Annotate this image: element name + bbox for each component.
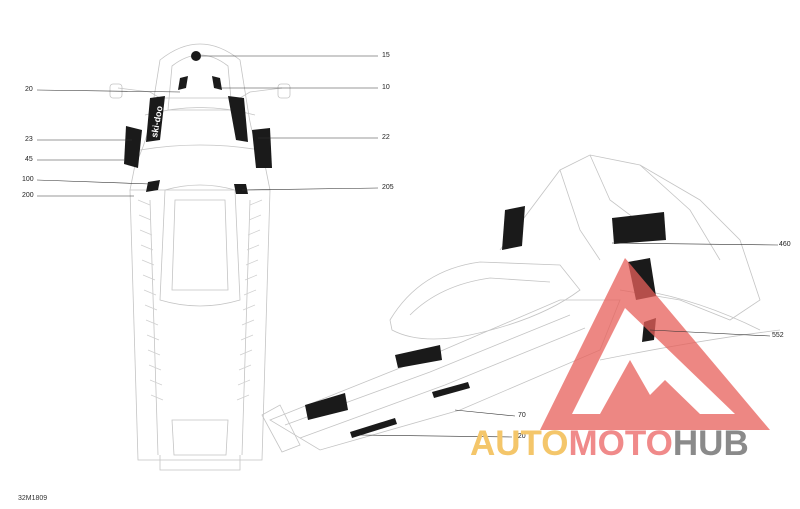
decal-22 (252, 128, 272, 168)
callout-520: 520 (514, 433, 526, 440)
callout-15: 15 (382, 52, 390, 59)
watermark-logo: AUTOMOTOHUB (470, 424, 749, 464)
callout-460: 460 (779, 241, 791, 248)
tunnel-decal-pattern (395, 345, 442, 368)
callout-205: 205 (382, 184, 394, 191)
side-panel-decal-left (502, 206, 525, 250)
top-view-snowmobile (109, 43, 291, 471)
decal-10 (212, 76, 222, 90)
callout-200: 200 (22, 192, 34, 199)
decal-20 (178, 76, 188, 90)
callout-20: 20 (25, 86, 33, 93)
running-board-pattern-left (137, 199, 164, 401)
decal-ski-doo-right (228, 96, 248, 142)
decal-23 (124, 126, 142, 168)
decal-15-emblem (191, 51, 201, 61)
callout-10: 10 (382, 84, 390, 91)
callout-552: 552 (772, 332, 784, 339)
watermark-triangle-icon (540, 258, 770, 430)
side-view-snowmobile (261, 154, 781, 453)
decal-70 (432, 382, 470, 398)
watermark-part-hub: HUB (672, 424, 749, 463)
decal-ski-doo-left (146, 96, 165, 142)
running-board-pattern-right (236, 199, 263, 401)
drawing-code: 32M1809 (18, 495, 48, 502)
callout-45: 45 (25, 156, 33, 163)
rear-flap-decal (305, 393, 348, 420)
leader-lines (36, 55, 779, 438)
watermark-part-auto: AUTO (470, 424, 569, 463)
decal-520 (350, 418, 397, 438)
callout-70: 70 (518, 412, 526, 419)
decal-205 (234, 184, 248, 194)
callout-100: 100 (22, 176, 34, 183)
top-view-decals (124, 51, 272, 194)
watermark-part-moto: MOTO (568, 424, 673, 463)
callout-22: 22 (382, 134, 390, 141)
decal-ski-doo-side (612, 212, 666, 244)
decal-100 (146, 180, 160, 192)
callout-23: 23 (25, 136, 33, 143)
